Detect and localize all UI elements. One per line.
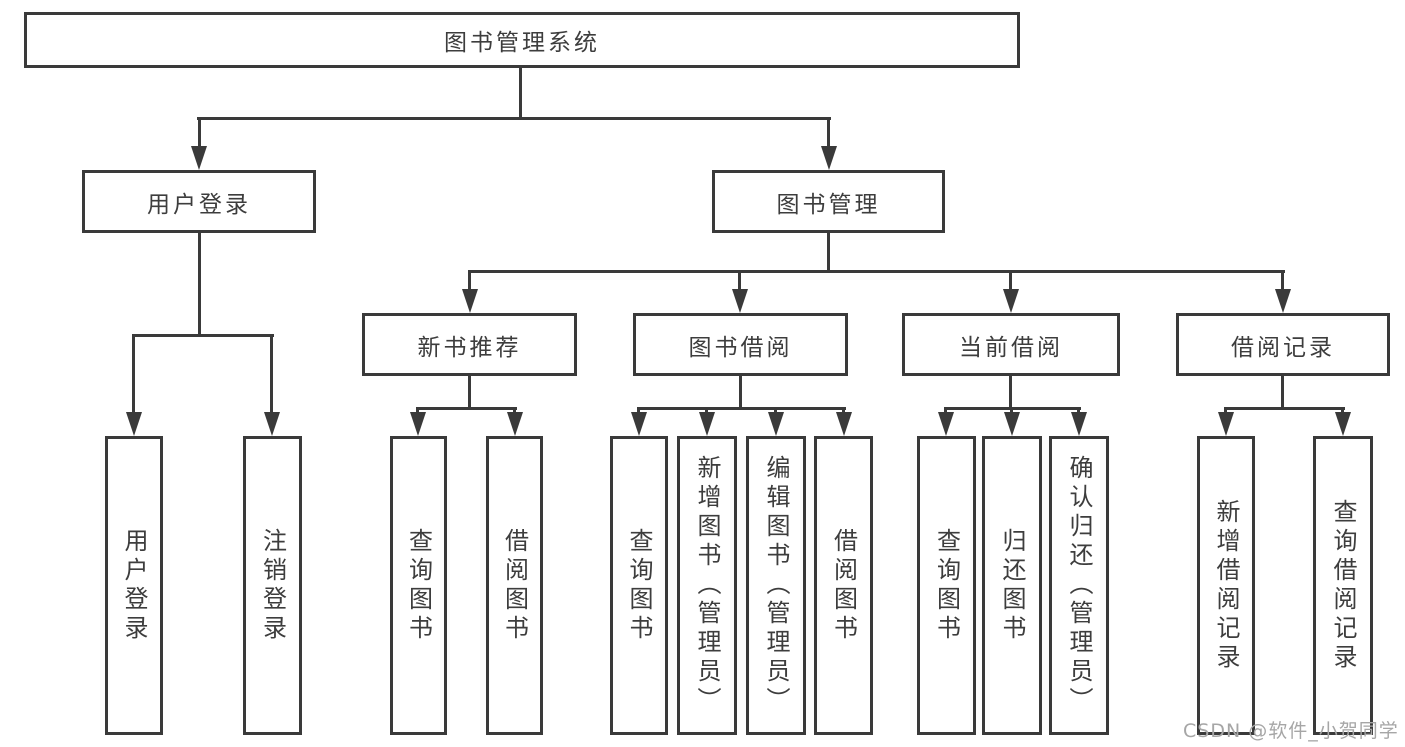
arrow-down-icon (1218, 412, 1234, 436)
node-root: 图书管理系统 (24, 12, 1020, 68)
arrow-down-icon (938, 412, 954, 436)
leaf-logout-login: 注销登录 (243, 436, 302, 735)
leaf-borrow-books-label: 借阅图书 (829, 527, 858, 644)
connector-recommend-down (468, 376, 471, 409)
node-book-management: 图书管理 (712, 170, 945, 233)
connector-leaf-stem (270, 334, 273, 414)
leaf-query-borrow-record: 查询借阅记录 (1313, 436, 1373, 735)
connector-user-login-down (198, 233, 201, 337)
arrow-down-icon (462, 289, 478, 313)
connector-borrowing-branch (637, 407, 846, 410)
leaf-confirm-return-admin: 确认归还（管理员） (1049, 436, 1109, 735)
node-current-borrowing: 当前借阅 (902, 313, 1120, 376)
arrow-down-icon (732, 289, 748, 313)
leaf-borrow-books: 借阅图书 (814, 436, 873, 735)
arrow-down-icon (191, 146, 207, 170)
arrow-down-icon (821, 146, 837, 170)
leaf-query-books-borrowing: 查询图书 (610, 436, 668, 735)
leaf-return-books: 归还图书 (982, 436, 1042, 735)
connector-root-stem (519, 68, 522, 118)
node-borrowing-records: 借阅记录 (1176, 313, 1390, 376)
connector-records-down (1281, 376, 1284, 409)
arrow-down-icon (768, 412, 784, 436)
node-current-borrowing-label: 当前借阅 (959, 334, 1063, 361)
arrow-down-icon (631, 412, 647, 436)
connector-recommend-branch (416, 407, 517, 410)
leaf-add-borrow-record-label: 新增借阅记录 (1212, 498, 1240, 673)
node-book-borrowing: 图书借阅 (633, 313, 848, 376)
arrow-down-icon (699, 412, 715, 436)
connector-level3-stem (468, 270, 471, 292)
leaf-query-books-current-label: 查询图书 (932, 527, 961, 644)
connector-user-login-stem (198, 117, 201, 148)
node-new-book-recommend-label: 新书推荐 (417, 334, 522, 361)
arrow-down-icon (1275, 289, 1291, 313)
leaf-logout-login-label: 注销登录 (258, 527, 287, 644)
connector-level3-stem (1009, 270, 1012, 292)
connector-borrowing-down (739, 376, 742, 409)
leaf-user-login-label: 用户登录 (120, 527, 148, 644)
arrow-down-icon (1003, 289, 1019, 313)
leaf-edit-books-admin: 编辑图书（管理员） (746, 436, 806, 735)
leaf-user-login: 用户登录 (105, 436, 163, 735)
node-borrowing-records-label: 借阅记录 (1231, 334, 1335, 361)
connector-leaf-stem (132, 334, 135, 414)
leaf-add-borrow-record: 新增借阅记录 (1197, 436, 1255, 735)
node-book-borrowing-label: 图书借阅 (688, 334, 793, 361)
leaf-query-books-current: 查询图书 (917, 436, 976, 735)
leaf-return-books-label: 归还图书 (998, 527, 1026, 644)
leaf-add-books-admin: 新增图书（管理员） (677, 436, 737, 735)
arrow-down-icon (410, 412, 426, 436)
leaf-query-books-recommend: 查询图书 (390, 436, 447, 735)
connector-current-down (1009, 376, 1012, 409)
connector-book-management-down (827, 233, 830, 273)
connector-records-branch (1224, 407, 1345, 410)
leaf-borrow-books-recommend: 借阅图书 (486, 436, 543, 735)
connector-level3-stem (738, 270, 741, 292)
connector-book-management-branch (468, 270, 1285, 273)
csdn-watermark: CSDN @软件_小贺同学 (1183, 720, 1399, 742)
leaf-confirm-return-admin-label: 确认归还（管理员） (1065, 455, 1093, 716)
node-book-management-label: 图书管理 (776, 191, 881, 218)
leaf-borrow-books-recommend-label: 借阅图书 (500, 527, 529, 644)
leaf-query-books-borrowing-label: 查询图书 (625, 527, 653, 644)
leaf-add-books-admin-label: 新增图书（管理员） (693, 455, 721, 716)
node-new-book-recommend: 新书推荐 (362, 313, 577, 376)
arrow-down-icon (1335, 412, 1351, 436)
leaf-query-borrow-record-label: 查询借阅记录 (1329, 498, 1357, 673)
arrow-down-icon (1071, 412, 1087, 436)
node-user-login: 用户登录 (82, 170, 316, 233)
arrow-down-icon (1004, 412, 1020, 436)
arrow-down-icon (507, 412, 523, 436)
connector-book-management-stem (827, 117, 830, 148)
node-user-login-label: 用户登录 (147, 191, 251, 218)
node-root-label: 图书管理系统 (444, 30, 600, 56)
arrow-down-icon (126, 412, 142, 436)
leaf-query-books-recommend-label: 查询图书 (404, 527, 433, 644)
connector-user-login-branch (132, 334, 274, 337)
connector-level3-stem (1281, 270, 1284, 292)
arrow-down-icon (836, 412, 852, 436)
arrow-down-icon (264, 412, 280, 436)
leaf-edit-books-admin-label: 编辑图书（管理员） (762, 455, 790, 716)
connector-root-branch (197, 117, 831, 120)
